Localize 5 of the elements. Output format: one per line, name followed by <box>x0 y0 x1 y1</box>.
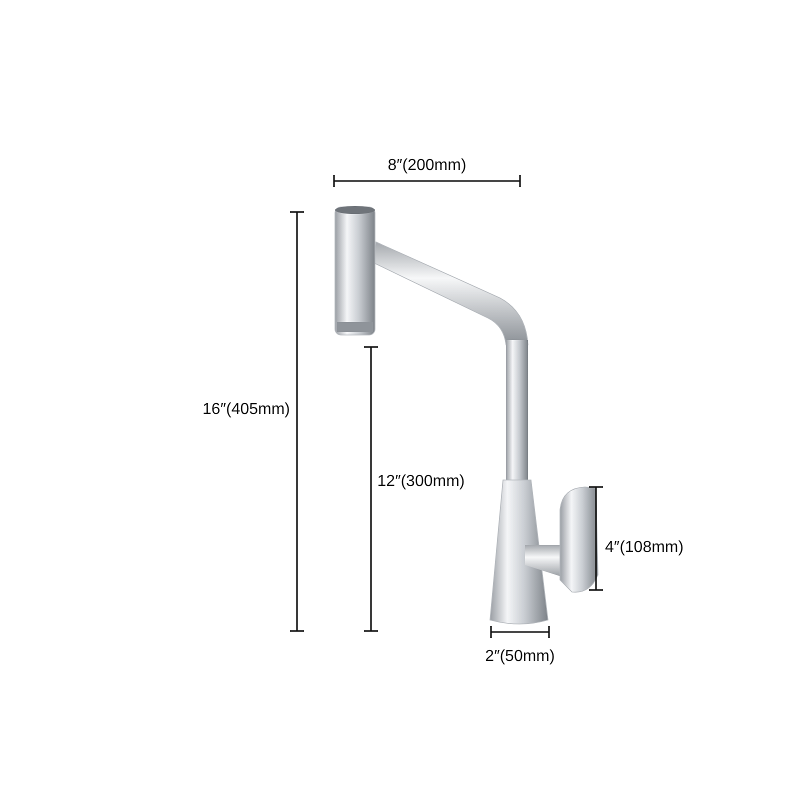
dimension-label: 8″(200mm) <box>386 156 468 176</box>
dimension-label: 12″(300mm) <box>375 472 467 492</box>
dimension-label: 4″(108mm) <box>603 538 686 558</box>
dimension-label: 16″(405mm) <box>200 400 292 420</box>
dimension-label: 2″(50mm) <box>483 647 557 667</box>
